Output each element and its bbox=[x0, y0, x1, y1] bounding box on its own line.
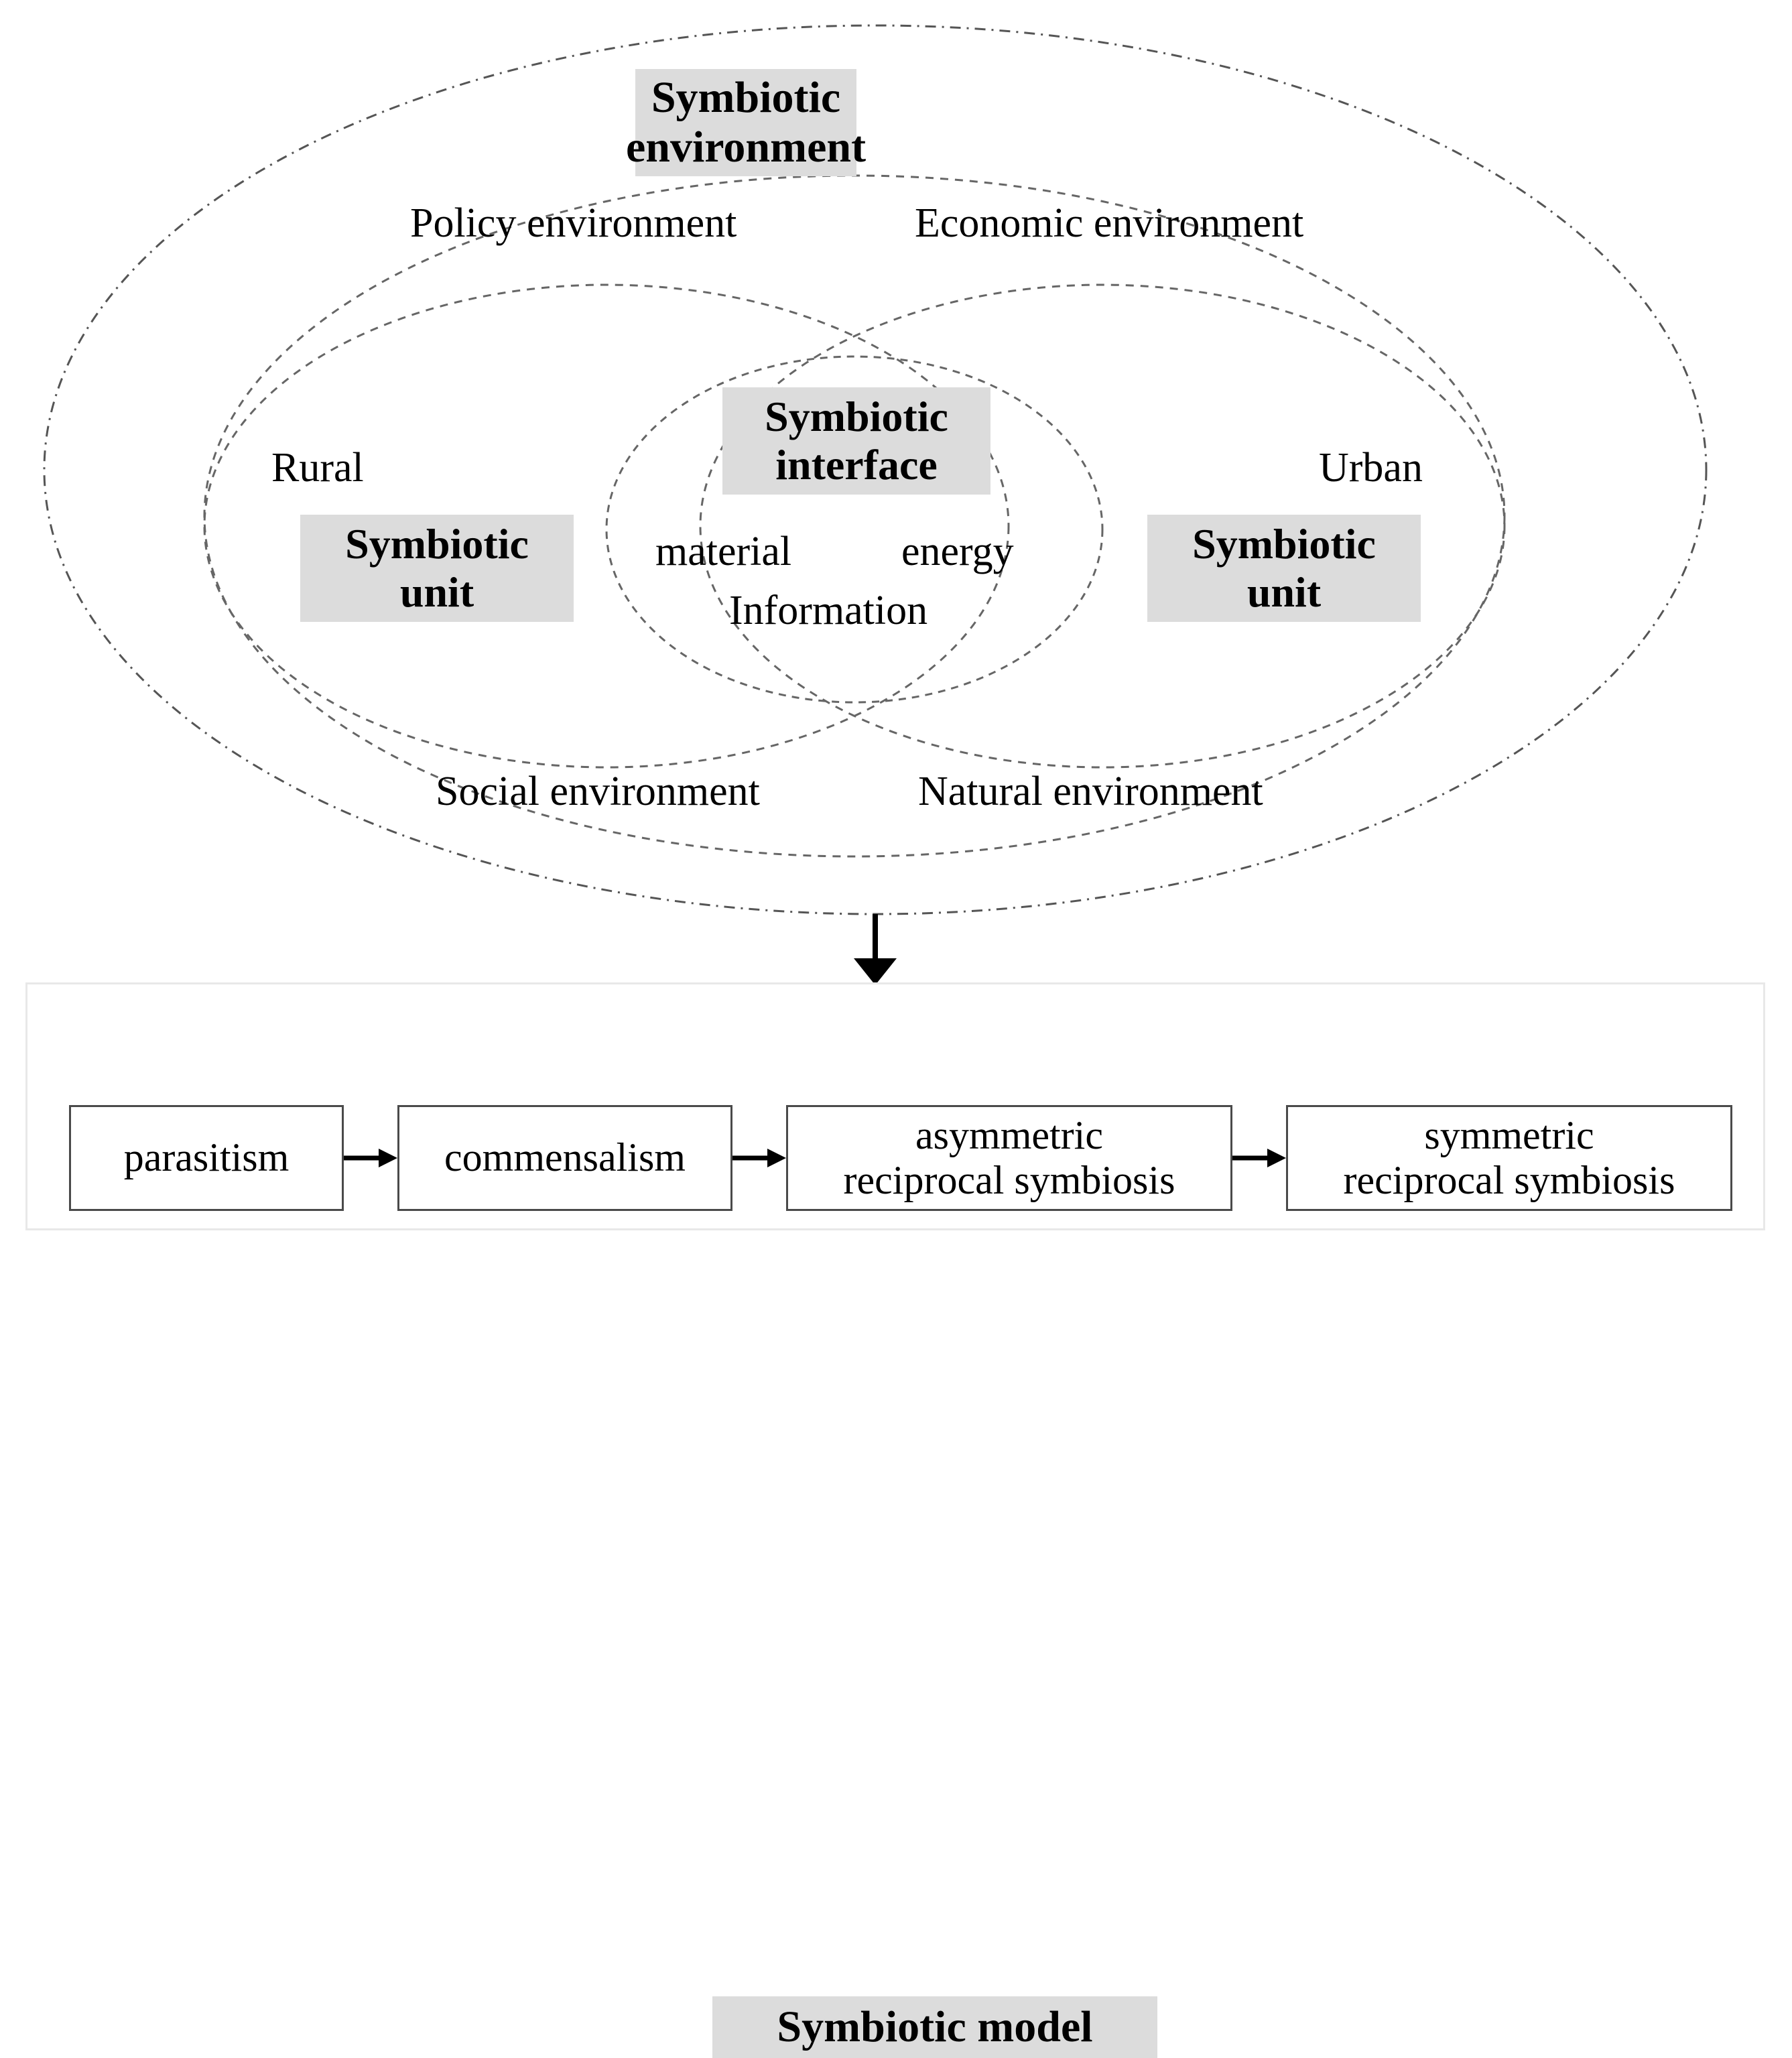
model-step-asymmetric-reciprocal-symbiosis[interactable]: asymmetric reciprocal symbiosis bbox=[786, 1105, 1232, 1211]
economic-environment-label: Economic environment bbox=[915, 200, 1304, 246]
symbiotic-environment-title: Symbiotic environment bbox=[626, 69, 866, 176]
material-flow-label: material bbox=[655, 529, 792, 574]
rural-label: Rural bbox=[271, 445, 364, 491]
model-step-asymmetric-line2: reciprocal symbiosis bbox=[843, 1158, 1175, 1202]
model-step-commensalism[interactable]: commensalism bbox=[397, 1105, 732, 1211]
symbiotic-interface-line2: interface bbox=[775, 441, 938, 489]
model-step-asymmetric-line1: asymmetric bbox=[915, 1112, 1103, 1157]
social-environment-label: Social environment bbox=[436, 769, 760, 814]
symbiotic-unit-urban: Symbiotic unit bbox=[1147, 515, 1421, 622]
flow-arrow-2-icon bbox=[732, 1105, 786, 1211]
model-step-parasitism[interactable]: parasitism bbox=[69, 1105, 344, 1211]
policy-environment-label: Policy environment bbox=[410, 200, 737, 246]
diagram-canvas: Symbiotic environment Policy environment… bbox=[25, 24, 1765, 2058]
urban-label: Urban bbox=[1319, 445, 1423, 491]
symbiotic-model-flow: parasitism commensalism asymme bbox=[27, 1105, 1763, 1212]
symbiotic-unit-rural-line2: unit bbox=[399, 568, 474, 616]
symbiotic-unit-rural-line1: Symbiotic bbox=[345, 520, 529, 568]
flow-arrow-1-icon bbox=[344, 1105, 397, 1211]
flow-arrow-3-icon bbox=[1232, 1105, 1286, 1211]
symbiotic-interface-title: Symbiotic interface bbox=[722, 387, 990, 495]
symbiotic-unit-rural: Symbiotic unit bbox=[300, 515, 574, 622]
energy-flow-label: energy bbox=[901, 529, 1014, 574]
model-step-parasitism-label: parasitism bbox=[123, 1135, 290, 1180]
model-step-symmetric-line1: symmetric bbox=[1424, 1112, 1594, 1157]
model-step-symmetric-reciprocal-symbiosis[interactable]: symmetric reciprocal symbiosis bbox=[1286, 1105, 1732, 1211]
symbiotic-interface-line1: Symbiotic bbox=[765, 393, 948, 441]
model-step-commensalism-label: commensalism bbox=[444, 1135, 686, 1180]
symbiotic-model-panel: Symbiotic model parasitism commensalism bbox=[25, 982, 1765, 2058]
model-step-symmetric-line2: reciprocal symbiosis bbox=[1343, 1158, 1675, 1202]
symbiotic-environment-line1: Symbiotic bbox=[651, 73, 841, 123]
information-flow-label: Information bbox=[729, 588, 928, 633]
natural-environment-label: Natural environment bbox=[918, 769, 1263, 814]
down-arrow-icon bbox=[854, 914, 897, 985]
symbiotic-environment-line2: environment bbox=[625, 123, 867, 172]
symbiotic-unit-urban-line2: unit bbox=[1246, 568, 1322, 616]
symbiotic-unit-urban-line1: Symbiotic bbox=[1192, 520, 1376, 568]
symbiotic-model-heading: Symbiotic model bbox=[712, 1996, 1157, 2058]
